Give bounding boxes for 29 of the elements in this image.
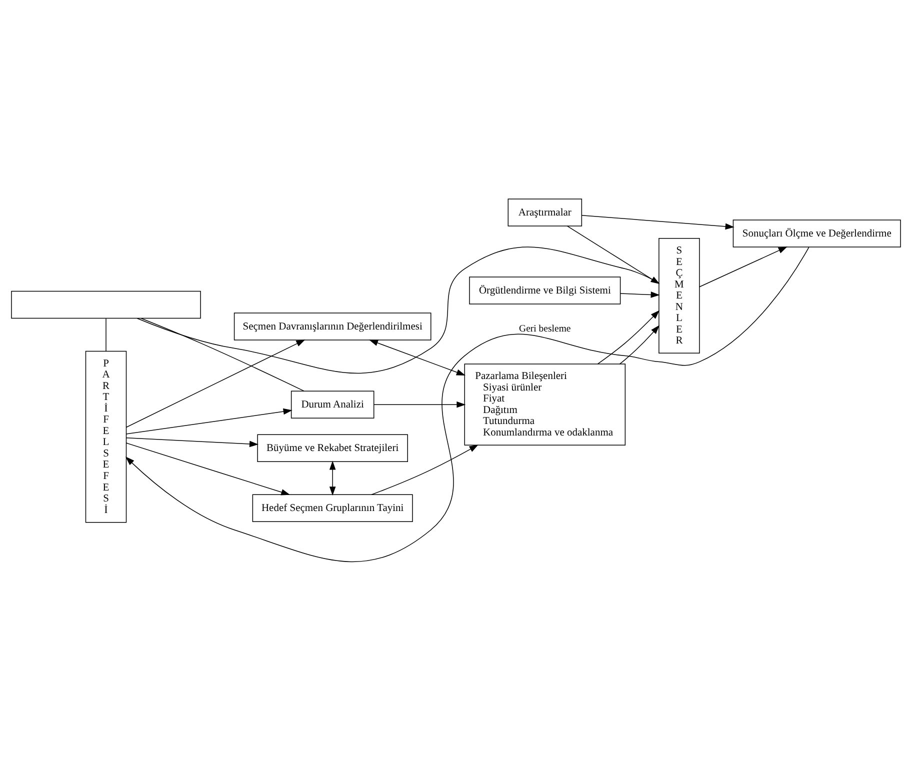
node-box: Hedef Seçmen Gruplarının Tayini — [252, 494, 413, 522]
node-box: Pazarlama Bileşenleri Siyasi ürünler Fiyat Dağıtım Tutundurma Konumlandırma ve odaklanma — [464, 363, 626, 445]
connector — [136, 246, 660, 374]
arrow — [369, 339, 466, 375]
node-box: P A R T İ F E L S E F E S İ — [85, 350, 127, 522]
arrow — [329, 460, 336, 496]
node-box: Araştırmalar — [508, 198, 582, 226]
arrow — [597, 310, 660, 364]
node-box: Durum Analizi — [290, 390, 374, 418]
node-box: Örgütlendirme ve Bilgi Sistemi — [469, 276, 621, 304]
arrow — [620, 291, 660, 298]
arrow — [699, 246, 788, 287]
arrow — [126, 436, 258, 447]
arrow — [126, 339, 306, 428]
edge-label: Geri besleme — [519, 322, 571, 334]
arrow — [371, 444, 478, 494]
arrow — [374, 400, 466, 408]
node-box: S E Ç M E N L E R — [658, 238, 700, 354]
arrow — [619, 324, 660, 364]
node-box: Büyüme ve Rekabet Stratejileri — [257, 434, 408, 462]
arrow — [126, 408, 292, 434]
arrow — [126, 442, 290, 495]
arrow — [566, 225, 660, 284]
node-box: Sonuçları Ölçme ve Değerlendirme — [732, 219, 901, 247]
connector — [140, 318, 304, 391]
node-box — [11, 290, 201, 318]
arrow — [125, 246, 810, 562]
node-box: Seçmen Davranışlarının Değerlendirilmesi — [234, 312, 432, 340]
arrow — [581, 214, 734, 230]
